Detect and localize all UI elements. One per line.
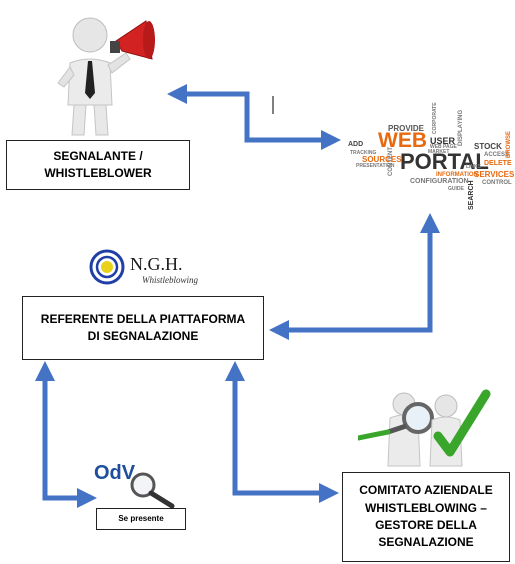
committee-label-line3: GESTORE DELLA [375, 518, 477, 532]
wc-word-content: CONTENT [388, 147, 394, 176]
whistleblower-label-line1: SEGNALANTE / [53, 148, 143, 163]
wc-word-search: SEARCH [468, 180, 475, 210]
odv-note: Se presente [118, 514, 164, 524]
whistleblower-box: SEGNALANTE / WHISTLEBLOWER [6, 140, 190, 190]
wc-word-market: MARKET [428, 149, 450, 155]
wc-word-portal: PORTAL [400, 149, 489, 174]
platform-label-line1: REFERENTE DELLA PIATTAFORMA [40, 311, 246, 326]
wc-word-user: USER [430, 136, 456, 146]
committee-label-line1: COMITATO AZIENDALE [359, 483, 493, 498]
wc-word-presentation: PRESENTATION [356, 163, 395, 169]
arrow-platform-odv [35, 360, 97, 508]
wc-word-stock: STOCK [474, 142, 502, 151]
wc-word-provide: PROVIDE [388, 124, 425, 133]
wc-word-web: WEB [378, 129, 427, 152]
wc-word-sources: SOURCES [362, 155, 402, 164]
whistleblower-label-line2: WHISTLEBLOWER [44, 166, 152, 180]
wc-word-information: INFORMATION [436, 172, 478, 178]
wc-word-control: CONTROL [482, 180, 512, 186]
platform-box: REFERENTE DELLA PIATTAFORMA DI SEGNALAZI… [22, 296, 264, 360]
odv-note-box: Se presente [96, 508, 186, 530]
magnifier-check-people-icon [358, 389, 491, 467]
magnifier-icon [130, 472, 175, 509]
ngh-rings-logo [89, 249, 125, 285]
committee-label-line4: SEGNALAZIONE [378, 535, 474, 550]
web-portal-wordcloud: PROVIDE WEB PORTAL USER SOURCES SERVICES… [348, 98, 515, 218]
committee-label-line2: WHISTLEBLOWING – [364, 500, 487, 515]
wc-word-add: ADD [348, 141, 364, 148]
ngh-logo: N.G.H. Whistleblowing [88, 248, 208, 290]
wc-word-displaying: DISPLAYING [458, 109, 464, 146]
wc-word-configuration: CONFIGURATION [410, 178, 469, 185]
wc-word-browse: BROWSE [506, 131, 512, 158]
wc-word-links: LINKS [466, 164, 481, 170]
odv-block: OdV Se presente [92, 462, 188, 532]
wc-word-delete: DELETE [484, 160, 512, 167]
logo-name: N.G.H. [130, 254, 183, 274]
wc-word-tracking: TRACKING [350, 150, 377, 156]
arrow-platform-committee [225, 360, 339, 503]
arrow-whistleblower-portal [166, 84, 341, 150]
wc-word-access: ACCESS [484, 152, 510, 158]
wc-word-services: SERVICES [474, 170, 515, 179]
megaphone-person-icon [57, 17, 155, 136]
logo-subtitle: Whistleblowing [142, 275, 198, 285]
arrow-portal-platform [268, 213, 440, 340]
odv-title: OdV [94, 462, 136, 484]
platform-label-line2: DI SEGNALAZIONE [87, 329, 199, 343]
wc-word-corporate: CORPORATE [432, 102, 438, 134]
wc-word-guide: GUIDE [448, 186, 464, 192]
wc-word-webpage: WEB PAGE [430, 144, 457, 150]
committee-box: COMITATO AZIENDALE WHISTLEBLOWING – GEST… [342, 472, 510, 562]
